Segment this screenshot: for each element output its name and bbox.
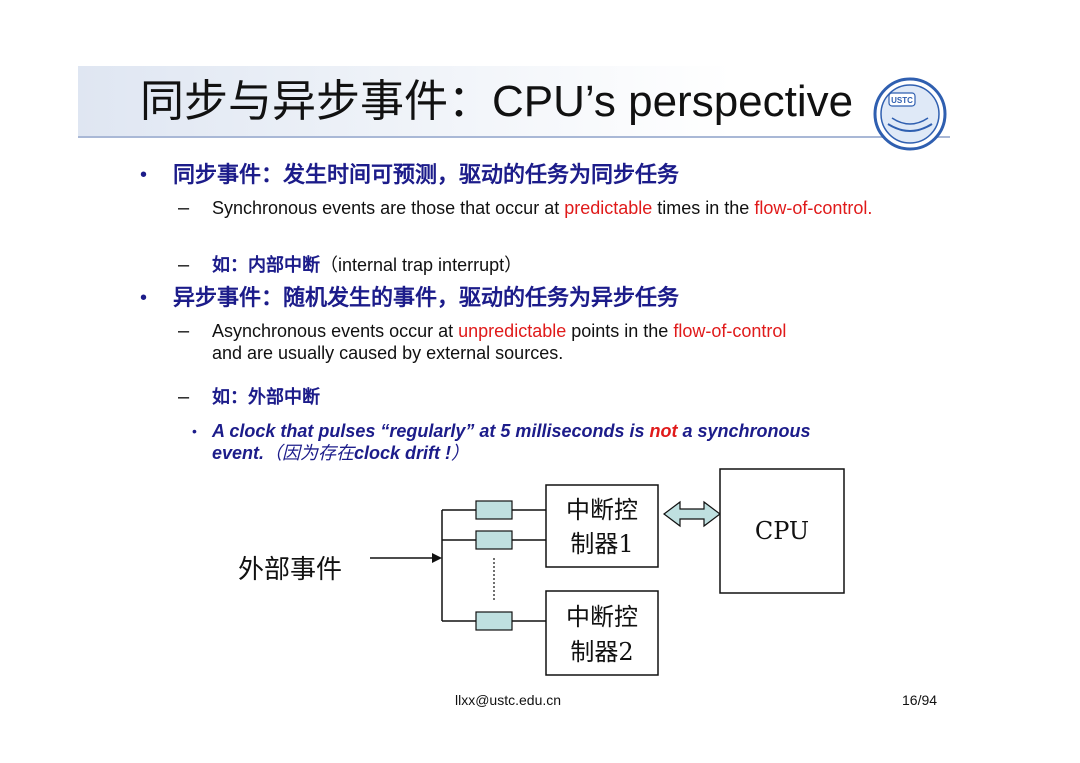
slide-title: 同步与异步事件：CPU’s perspective <box>140 72 853 132</box>
note-dot: • <box>192 423 197 439</box>
sync-desc-part1: Synchronous events are those that occur … <box>212 198 565 218</box>
title-latin: CPU’s perspective <box>492 77 854 126</box>
async-desc-flow: flow-of-control <box>673 321 787 341</box>
note-not: not <box>649 421 678 441</box>
register-box-1 <box>475 500 513 520</box>
ustc-seal-icon: USTC <box>873 77 947 151</box>
title-rule <box>78 136 950 138</box>
async-example-cn: 如：外部中断 <box>212 387 320 408</box>
register-box-2 <box>475 530 513 550</box>
note-part2: a synchronous <box>677 421 811 441</box>
async-heading: 异步事件：随机发生的事件，驱动的任务为异步任务 <box>173 285 680 311</box>
cpu-box <box>719 468 845 594</box>
cpu-label: CPU <box>755 517 809 545</box>
interrupt-controller-2 <box>545 590 659 676</box>
page-number: 16/94 <box>902 692 938 708</box>
async-desc-line2: and are usually caused by external sourc… <box>212 343 564 363</box>
async-example: 如：外部中断 <box>212 385 320 410</box>
logo-text: USTC <box>891 96 913 105</box>
dash-sync-desc: – <box>178 197 190 219</box>
register-box-3 <box>475 611 513 631</box>
dash-sync-example: – <box>178 254 190 276</box>
controller1-line1: 中断控 <box>566 496 638 524</box>
footer-email: llxx@ustc.edu.cn <box>455 692 562 708</box>
sync-example: 如：内部中断（internal trap interrupt） <box>212 253 522 278</box>
note-drift: clock drift ! <box>354 443 452 463</box>
note-part1: A clock that pulses “regularly” at 5 mil… <box>212 421 650 441</box>
dash-async-example: – <box>178 386 190 408</box>
controller1-line2: 制器1 <box>570 530 633 558</box>
sync-desc-flow: flow-of-control. <box>754 198 873 218</box>
title-chinese: 同步与异步事件： <box>140 76 492 127</box>
sync-desc-predictable: predictable <box>564 198 653 218</box>
interrupt-controller-1 <box>545 484 659 568</box>
sync-description: Synchronous events are those that occur … <box>212 197 972 219</box>
async-desc-unpredictable: unpredictable <box>458 321 567 341</box>
async-description: Asynchronous events occur at unpredictab… <box>212 320 972 364</box>
clock-note: A clock that pulses “regularly” at 5 mil… <box>212 420 972 465</box>
title-band <box>78 66 950 136</box>
sync-example-en: （internal trap interrupt） <box>320 255 523 275</box>
double-arrow-icon <box>663 500 721 528</box>
note-cn1: （因为存在 <box>264 443 355 464</box>
controller2-line1: 中断控 <box>566 603 638 631</box>
bullet-dot-async: • <box>140 287 148 309</box>
bullet-dot-sync: • <box>140 164 148 186</box>
dash-async-desc: – <box>178 320 190 342</box>
sync-heading: 同步事件：发生时间可预测，驱动的任务为同步任务 <box>173 162 680 188</box>
async-desc-part2: points in the <box>566 321 674 341</box>
sync-desc-part2: times in the <box>652 198 755 218</box>
sync-example-cn: 如：内部中断 <box>212 255 320 276</box>
note-cn2: ） <box>451 443 470 464</box>
note-event: event. <box>212 443 265 463</box>
input-arrowhead <box>432 553 442 563</box>
controller2-line2: 制器2 <box>570 638 633 666</box>
external-events-label: 外部事件 <box>238 555 342 585</box>
async-desc-part1: Asynchronous events occur at <box>212 321 459 341</box>
